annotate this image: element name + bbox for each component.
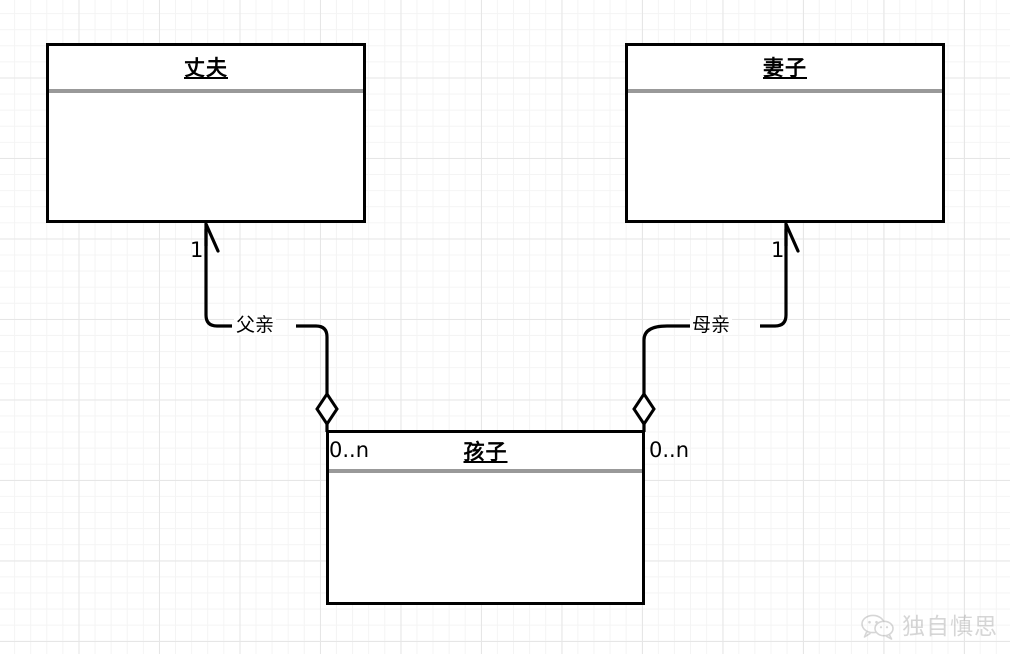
multiplicity-mother-parent: 1 — [771, 238, 785, 262]
multiplicity-mother-child: 0..n — [649, 438, 690, 462]
multiplicity-father-child: 0..n — [329, 438, 370, 462]
class-box-husband[interactable]: 丈夫 — [46, 43, 366, 223]
class-box-child[interactable]: 孩子 — [326, 430, 645, 605]
connector-father[interactable] — [204, 222, 339, 432]
role-label-mother: 母亲 — [690, 314, 733, 336]
connector-mother-lower — [642, 324, 690, 397]
hollow-diamond-mother — [632, 391, 656, 427]
watermark-text: 独自慎思 — [902, 613, 998, 640]
class-divider-wife — [628, 89, 942, 93]
class-title-husband: 丈夫 — [184, 56, 228, 80]
class-divider-husband — [49, 89, 363, 93]
connector-mother[interactable] — [632, 222, 800, 432]
class-title-band-child: 孩子 — [329, 433, 642, 471]
open-arrow-father — [204, 222, 220, 253]
wechat-icon — [861, 614, 894, 640]
class-box-wife[interactable]: 妻子 — [625, 43, 945, 223]
class-title-child: 孩子 — [463, 439, 508, 464]
class-title-band-husband: 丈夫 — [49, 46, 363, 91]
class-title-band-wife: 妻子 — [628, 46, 942, 91]
connector-father-upper — [204, 229, 232, 328]
connector-mother-upper — [760, 229, 788, 328]
open-arrow-mother — [784, 222, 800, 253]
hollow-diamond-father — [315, 391, 339, 427]
class-divider-child — [329, 469, 642, 473]
watermark: 独自慎思 — [861, 614, 998, 640]
class-title-wife: 妻子 — [763, 56, 807, 80]
multiplicity-father-parent: 1 — [190, 238, 204, 262]
role-label-father: 父亲 — [234, 314, 277, 336]
connector-father-lower — [296, 324, 329, 397]
